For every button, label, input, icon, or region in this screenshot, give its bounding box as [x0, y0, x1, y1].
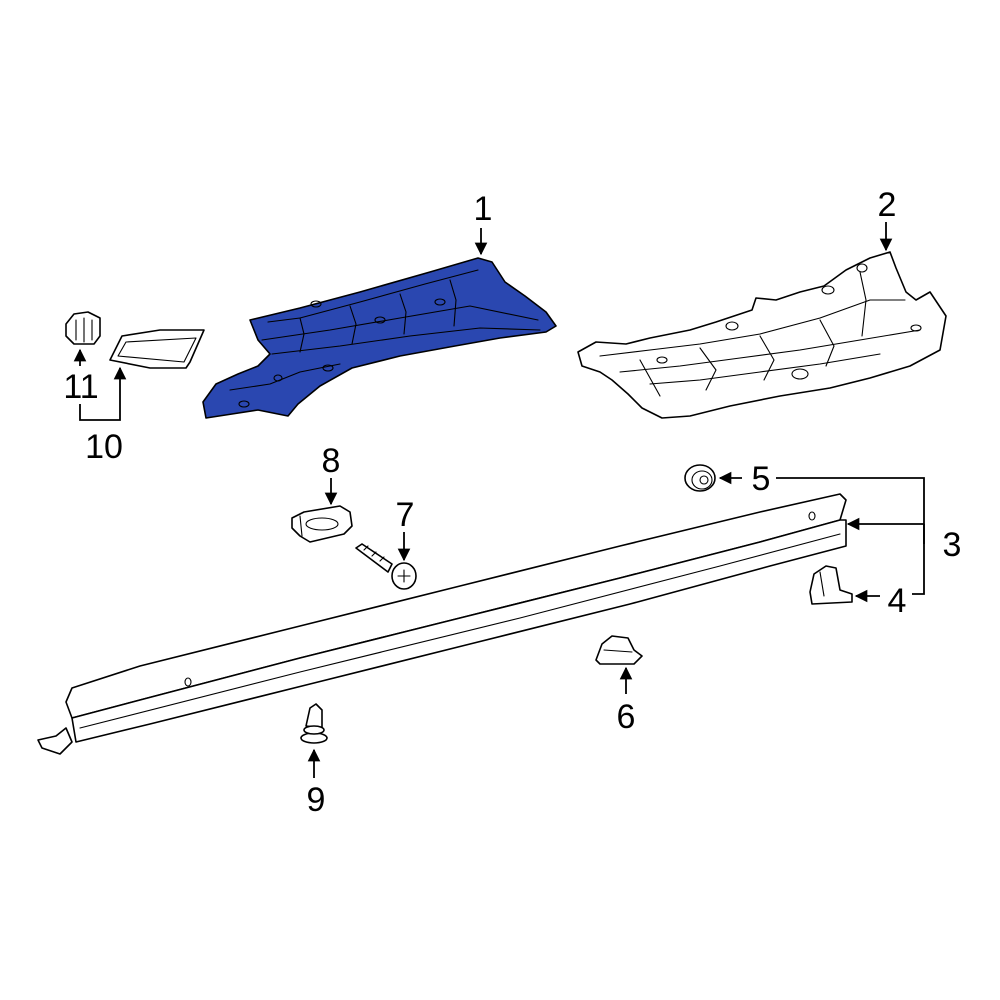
- callout-2: 2: [878, 186, 897, 224]
- callout-11: 11: [63, 368, 98, 406]
- leader-10: [79, 366, 127, 421]
- callout-7: 7: [396, 496, 415, 534]
- part-7-screw[interactable]: [355, 543, 417, 590]
- callout-4: 4: [888, 582, 907, 620]
- part-11-clip[interactable]: [65, 311, 101, 345]
- part-5-nut[interactable]: [684, 464, 716, 492]
- callout-5: 5: [752, 460, 771, 498]
- part-1-splash-shield[interactable]: [202, 257, 557, 419]
- callout-9: 9: [307, 781, 326, 819]
- part-3-rocker-molding[interactable]: [37, 493, 847, 755]
- part-4-clip[interactable]: [809, 565, 853, 605]
- callout-6: 6: [617, 698, 636, 736]
- part-10-label[interactable]: [109, 329, 205, 369]
- callout-8: 8: [322, 442, 341, 480]
- leader-3: [776, 477, 925, 544]
- part-6-retainer[interactable]: [595, 635, 643, 665]
- leader-lines: [73, 222, 925, 778]
- part-8-grommet[interactable]: [291, 505, 353, 543]
- leader-3-lower: [912, 524, 925, 595]
- part-2-rear-shield[interactable]: [577, 251, 947, 419]
- callouts: 1 2 3 4 5 6 7 8 9 10 11: [63, 186, 961, 819]
- callout-10: 10: [85, 428, 123, 466]
- callout-1: 1: [474, 190, 493, 228]
- callout-3: 3: [943, 526, 962, 564]
- part-9-push-pin[interactable]: [300, 703, 328, 744]
